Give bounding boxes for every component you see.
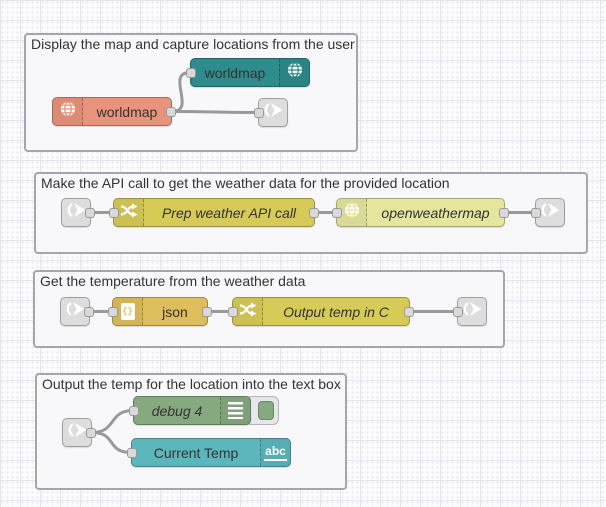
port-out[interactable] xyxy=(202,307,212,317)
port-in[interactable] xyxy=(254,108,264,118)
icon-strip xyxy=(233,298,263,325)
node-label: json xyxy=(162,303,188,320)
icon-strip xyxy=(62,199,90,226)
icon-strip xyxy=(63,419,91,446)
node-label: Prep weather API call xyxy=(161,204,297,221)
group-title: Make the API call to get the weather dat… xyxy=(41,175,450,191)
function-icon xyxy=(119,201,138,225)
node-label: openweathermap xyxy=(381,204,490,221)
port-in[interactable] xyxy=(186,68,196,78)
node-label: worldmap xyxy=(204,64,266,81)
group-title: Get the temperature from the weather dat… xyxy=(40,273,306,289)
node-prep-weather[interactable]: Prep weather API call xyxy=(109,198,319,227)
globe-icon xyxy=(343,201,361,224)
globe-icon xyxy=(59,100,77,123)
debug-toggle-button[interactable] xyxy=(245,396,279,425)
port-out[interactable] xyxy=(84,307,94,317)
node-link-out-2[interactable] xyxy=(531,198,565,227)
link-icon xyxy=(263,100,284,125)
debug-toggle-state xyxy=(258,401,274,420)
node-debug-4[interactable]: debug 4 xyxy=(129,396,251,425)
node-link-out-1[interactable] xyxy=(254,98,288,127)
link-icon xyxy=(66,200,87,225)
port-out[interactable] xyxy=(499,208,509,218)
icon-strip xyxy=(53,98,83,125)
icon-strip xyxy=(458,298,486,325)
icon-strip: {} xyxy=(113,298,143,325)
port-out[interactable] xyxy=(85,208,95,218)
node-label: Current Temp xyxy=(153,444,239,461)
port-in[interactable] xyxy=(531,208,541,218)
port-out[interactable] xyxy=(404,307,414,317)
port-in[interactable] xyxy=(453,307,463,317)
node-link-in-4[interactable] xyxy=(62,418,96,447)
globe-icon xyxy=(286,61,304,84)
group-1[interactable]: Display the map and capture locations fr… xyxy=(24,33,358,152)
icon-strip xyxy=(220,397,250,424)
json-icon: {} xyxy=(120,303,135,320)
port-in[interactable] xyxy=(108,307,118,317)
port-in[interactable] xyxy=(332,208,342,218)
icon-strip: abc xyxy=(260,439,290,466)
port-in[interactable] xyxy=(129,406,139,416)
icon-strip xyxy=(279,59,309,86)
port-in[interactable] xyxy=(109,208,119,218)
node-worldmap-in[interactable]: worldmap xyxy=(52,97,176,126)
node-link-out-3[interactable] xyxy=(453,297,487,326)
wire[interactable] xyxy=(170,110,260,114)
port-out[interactable] xyxy=(86,428,96,438)
node-label: Output temp in C xyxy=(283,303,389,320)
node-json[interactable]: {} json xyxy=(108,297,212,326)
node-link-in-3[interactable] xyxy=(60,297,94,326)
port-out[interactable] xyxy=(309,208,319,218)
node-output-temp[interactable]: Output temp in C xyxy=(228,297,414,326)
node-worldmap-ui[interactable]: worldmap xyxy=(186,58,310,87)
node-openweathermap[interactable]: openweathermap xyxy=(332,198,509,227)
debug-list-icon xyxy=(228,402,243,419)
icon-strip xyxy=(337,199,367,226)
group-title: Output the temp for the location into th… xyxy=(42,376,341,392)
icon-strip xyxy=(259,99,287,126)
abc-icon: abc xyxy=(264,444,287,461)
group-title: Display the map and capture locations fr… xyxy=(31,36,355,52)
port-in[interactable] xyxy=(228,307,238,317)
function-icon xyxy=(238,300,257,324)
link-icon xyxy=(67,420,88,445)
node-link-in-2[interactable] xyxy=(61,198,95,227)
node-label: worldmap xyxy=(96,103,158,120)
node-label: debug 4 xyxy=(151,402,203,419)
link-icon xyxy=(462,299,483,324)
link-icon xyxy=(65,299,86,324)
icon-strip xyxy=(536,199,564,226)
node-current-temp[interactable]: abc Current Temp xyxy=(127,438,291,467)
icon-strip xyxy=(114,199,144,226)
icon-strip xyxy=(61,298,89,325)
link-icon xyxy=(540,200,561,225)
port-in[interactable] xyxy=(127,448,137,458)
wire[interactable] xyxy=(90,431,133,454)
port-out[interactable] xyxy=(166,107,176,117)
